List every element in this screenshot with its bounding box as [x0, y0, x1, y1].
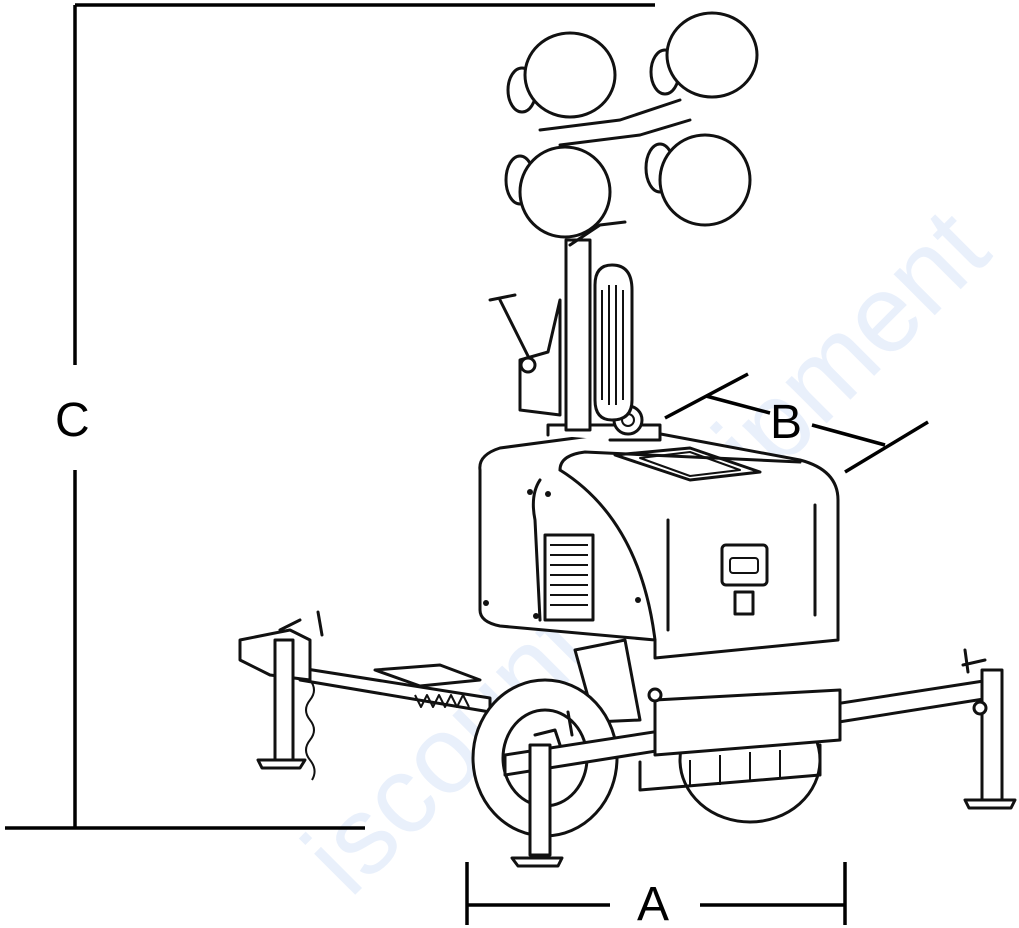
- dimension-c: C: [5, 3, 655, 830]
- right-jack: [980, 668, 1004, 802]
- vent-grille: [543, 533, 595, 622]
- tow-spring: [414, 694, 470, 708]
- coiled-cable: [593, 263, 634, 422]
- lamp-bottom-right: [644, 133, 752, 227]
- dimension-c-label: C: [55, 394, 90, 447]
- generator-housing: [478, 430, 840, 660]
- lamp-top-right: [649, 11, 759, 99]
- mast: [564, 238, 592, 432]
- lamp-bottom-left: [504, 145, 612, 239]
- tongue-jack: [273, 638, 295, 762]
- dimension-a: A: [465, 862, 847, 928]
- dimension-a-label: A: [637, 878, 669, 928]
- safety-chain: [305, 679, 316, 781]
- dimension-b: B: [664, 372, 929, 474]
- dimension-b-label: B: [770, 396, 802, 449]
- front-left-jack: [528, 743, 552, 857]
- control-panel: [720, 543, 769, 587]
- lamp-top-left: [506, 31, 617, 119]
- winch-box: [518, 298, 562, 417]
- light-tower: [238, 11, 1017, 868]
